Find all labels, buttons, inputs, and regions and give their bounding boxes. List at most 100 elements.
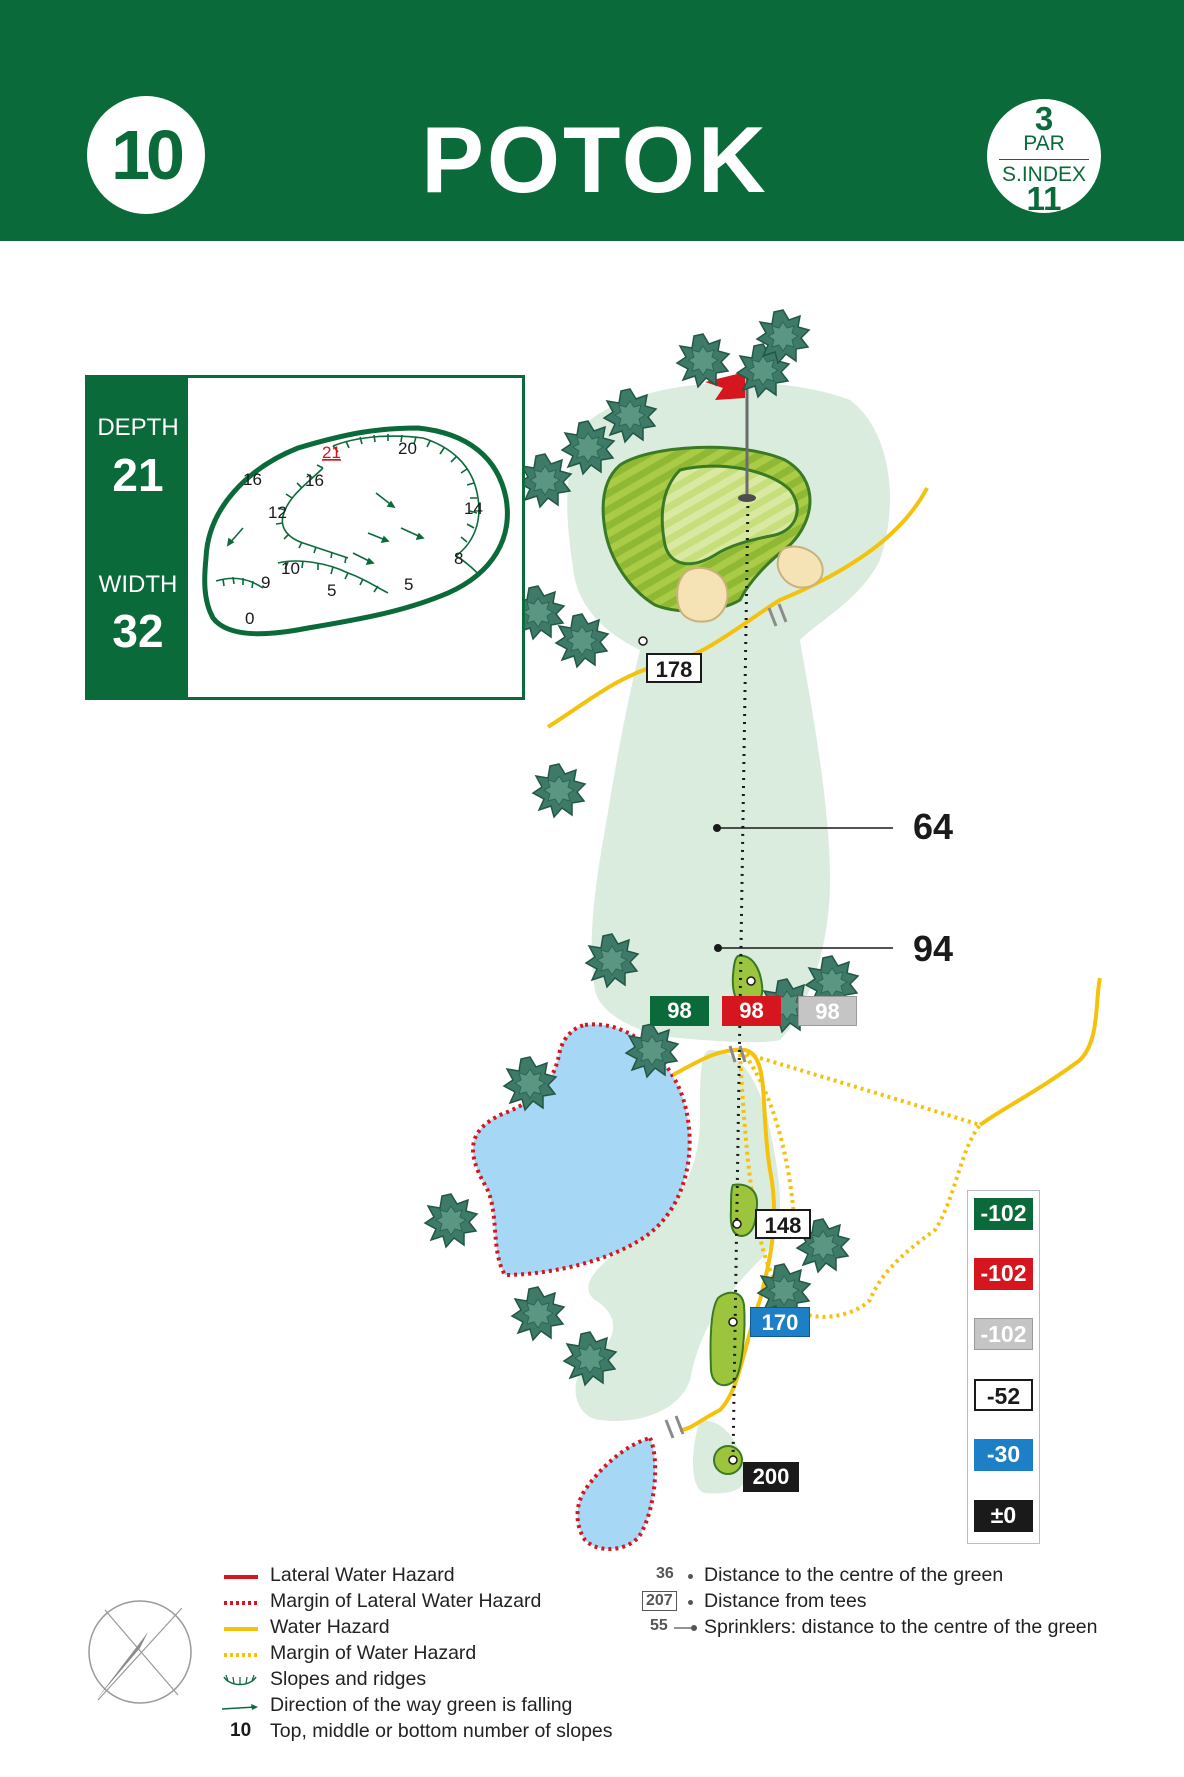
depth-value: 21 [112, 449, 164, 501]
sprinkler-64 [713, 824, 893, 832]
legend-text: Lateral Water Hazard [270, 1564, 455, 1586]
legend-text: Sprinklers: distance to the centre of th… [704, 1616, 1098, 1638]
bunker-right [776, 545, 824, 589]
tee-box-200 [713, 1445, 743, 1475]
slope-label: 10 [281, 559, 300, 578]
legend-item: Direction of the way green is falling [220, 1694, 660, 1720]
legend-item: Margin of Lateral Water Hazard [220, 1590, 660, 1616]
tee-point-200 [728, 1455, 738, 1465]
par-index-badge: 3 PAR S.INDEX 11 [987, 99, 1101, 217]
sprinkler-sample: 55 [650, 1617, 668, 1634]
compass-icon [88, 1600, 192, 1704]
bunker-left [676, 566, 729, 623]
legend-item: 207 Distance from tees [640, 1590, 1180, 1616]
tee-point-front [746, 976, 756, 986]
slope-label: 21 [322, 443, 341, 462]
legend-text: Distance from tees [704, 1590, 867, 1612]
legend-item: Lateral Water Hazard [220, 1564, 660, 1590]
slope-label: 5 [327, 581, 336, 600]
green-detail-inset: DEPTH 21 WIDTH 32 16 21 20 16 [85, 375, 525, 700]
tee-label-148: 148 [755, 1209, 811, 1239]
water-hazard-margin-left [743, 1053, 797, 1231]
bridge-top [767, 603, 788, 627]
legend-item: 36 Distance to the centre of the green [640, 1564, 1180, 1590]
legend-text: Water Hazard [270, 1616, 390, 1638]
tee-distance-label: 178 [646, 653, 702, 683]
sprinkler-distance-64: 64 [913, 806, 954, 847]
yellow-line-icon [224, 1627, 258, 1631]
red-dotted-line-icon [224, 1601, 258, 1605]
slope-label: 5 [404, 575, 413, 594]
slope-label: 12 [268, 503, 287, 522]
par-value: 3 [1034, 100, 1054, 137]
slope-label: 20 [398, 439, 417, 458]
marker-distance-white: 98 [798, 996, 857, 1026]
width-label: WIDTH [98, 571, 178, 598]
tee-label-200: 200 [743, 1462, 799, 1492]
par-label: PAR [1023, 132, 1065, 155]
distance-sample: 36 [656, 1565, 674, 1582]
legend-text: Margin of Water Hazard [270, 1642, 477, 1664]
par-divider [999, 159, 1089, 160]
width-value: 32 [112, 605, 164, 657]
tee-point-170 [728, 1317, 738, 1327]
green-edge-point [638, 636, 648, 646]
water-hazard-line-right [978, 977, 1102, 1127]
legend-item: Margin of Water Hazard [220, 1642, 660, 1668]
legend-item: Slopes and ridges [220, 1668, 660, 1694]
tee-adjustment-panel: -102 -102 -102 -52 -30 ±0 [967, 1190, 1040, 1544]
tee-label-170: 170 [750, 1307, 810, 1337]
tee-distance-sample: 207 [642, 1591, 677, 1611]
legend-item: 55 Sprinklers: distance to the centre of… [640, 1616, 1180, 1642]
green-contour-diagram: 16 21 20 16 12 14 8 9 10 5 5 0 [202, 425, 510, 637]
pin-flag-icon [705, 370, 756, 502]
tee-adjust-green: -102 [974, 1198, 1033, 1230]
sindex-value: 11 [1026, 180, 1062, 217]
dot-icon [688, 1574, 693, 1579]
tee-adjust-red: -102 [974, 1258, 1033, 1290]
green-dimensions: DEPTH 21 WIDTH 32 [88, 378, 188, 697]
tee-adjust-grey: -102 [974, 1318, 1033, 1350]
lake-upper [471, 1022, 692, 1278]
tee-box-148 [729, 1183, 759, 1238]
slope-label: 16 [243, 470, 262, 489]
sprinkler-distance-94: 94 [913, 928, 954, 969]
legend-text: Distance to the centre of the green [704, 1564, 1004, 1586]
tee-box-170 [709, 1291, 746, 1387]
red-line-icon [224, 1575, 258, 1579]
arrow-icon [221, 1704, 258, 1710]
putting-green [601, 445, 812, 613]
slope-label: 16 [305, 471, 324, 490]
play-line [731, 497, 750, 1461]
slope-icon [223, 1674, 257, 1686]
header-bar: 10 POTOK 3 PAR S.INDEX 11 [0, 0, 1184, 241]
sprinkler-94 [714, 944, 893, 952]
bridge-mid [728, 1045, 747, 1063]
legend-text: Margin of Lateral Water Hazard [270, 1590, 542, 1612]
slope-number-sample: 10 [230, 1720, 252, 1741]
legend-text: Top, middle or bottom number of slopes [270, 1720, 613, 1742]
legend-text: Slopes and ridges [270, 1668, 427, 1690]
tee-adjust-black: ±0 [974, 1500, 1033, 1532]
hole-name: POTOK [421, 107, 769, 212]
slope-label: 9 [261, 573, 270, 592]
marker-distance-green: 98 [650, 996, 709, 1026]
sindex-label: S.INDEX [1001, 163, 1087, 186]
tee-adjust-white: -52 [974, 1379, 1033, 1411]
depth-label: DEPTH [97, 414, 179, 441]
slope-label: 8 [454, 549, 463, 568]
tee-point-148 [732, 1219, 742, 1229]
hole-number: 10 [87, 96, 205, 214]
water-hazard-line-top [546, 487, 929, 729]
marker-distance-red: 98 [722, 996, 781, 1026]
yellow-dotted-line-icon [224, 1653, 258, 1657]
slope-label: 0 [245, 609, 254, 628]
water-hazard-margin [737, 1049, 984, 1319]
legend-item: Water Hazard [220, 1616, 660, 1642]
bridge-bottom [664, 1415, 685, 1439]
legend-text: Direction of the way green is falling [270, 1694, 573, 1716]
lake-lower [575, 1435, 658, 1552]
slope-label: 14 [464, 499, 483, 518]
tee-adjust-blue: -30 [974, 1439, 1033, 1471]
